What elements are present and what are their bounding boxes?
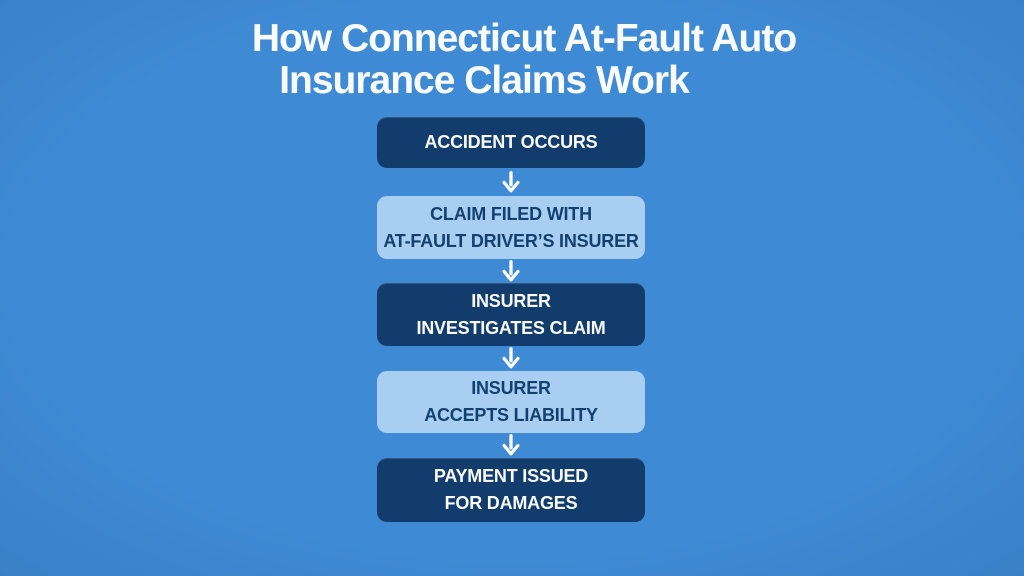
step-payment-issued: PAYMENT ISSUED FOR DAMAGES [377, 458, 645, 522]
flowchart: ACCIDENT OCCURS CLAIM FILED WITH AT-FAUL… [377, 117, 645, 522]
step-label: AT-FAULT DRIVER’S INSURER [383, 228, 638, 255]
down-arrow-icon [500, 260, 522, 283]
down-arrow-icon [500, 347, 522, 370]
step-insurer-accepts-liability: INSURER ACCEPTS LIABILITY [377, 371, 645, 433]
connector [377, 168, 645, 196]
connector [377, 433, 645, 458]
step-label: INSURER [471, 288, 551, 315]
step-label: INVESTIGATES CLAIM [416, 315, 605, 342]
step-label: ACCEPTS LIABILITY [424, 402, 598, 429]
down-arrow-icon [500, 171, 522, 194]
page-title: How Connecticut At-Fault Auto Insurance … [0, 18, 1024, 102]
connector [377, 259, 645, 283]
title-line-1: How Connecticut At-Fault Auto [12, 18, 1024, 60]
step-claim-filed: CLAIM FILED WITH AT-FAULT DRIVER’S INSUR… [377, 196, 645, 259]
step-label: ACCIDENT OCCURS [424, 129, 597, 156]
step-label: PAYMENT ISSUED [434, 463, 588, 490]
connector [377, 346, 645, 371]
step-accident-occurs: ACCIDENT OCCURS [377, 117, 645, 168]
step-label: FOR DAMAGES [445, 490, 578, 517]
title-line-2: Insurance Claims Work [0, 60, 996, 102]
down-arrow-icon [500, 434, 522, 457]
step-label: CLAIM FILED WITH [430, 201, 592, 228]
step-label: INSURER [471, 375, 551, 402]
step-insurer-investigates: INSURER INVESTIGATES CLAIM [377, 283, 645, 346]
